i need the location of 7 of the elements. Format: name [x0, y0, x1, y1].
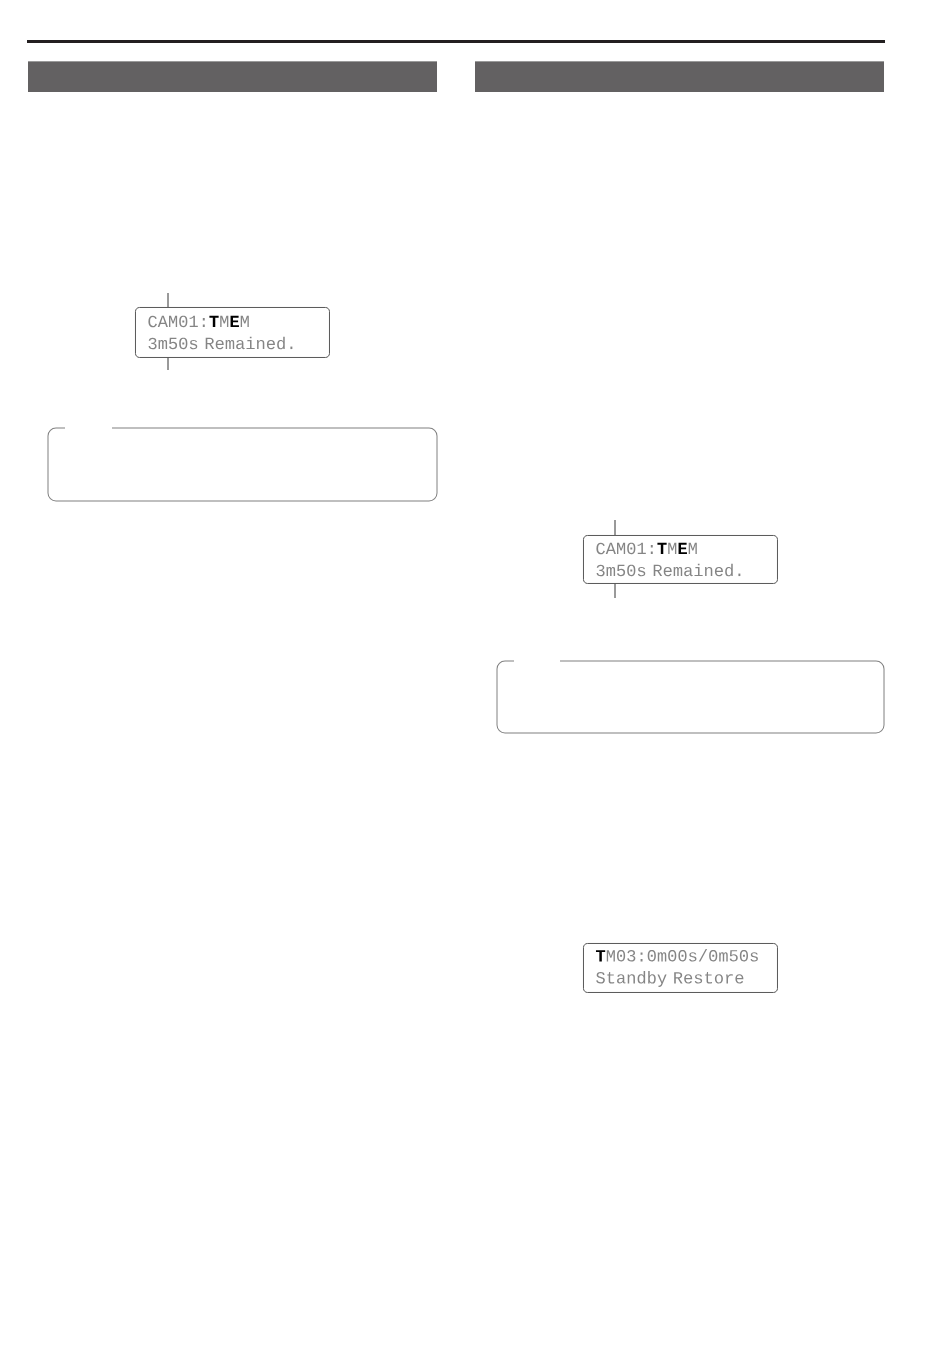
- lcd-display: TM03:0m00s/0m50s Standby Restore: [583, 943, 778, 993]
- lcd-display: CAM01:TMEM 3m50s Remained.: [583, 535, 778, 584]
- lcd-display: CAM01:TMEM 3m50s Remained.: [135, 307, 330, 358]
- leader-line: [614, 583, 616, 599]
- leader-line: [167, 357, 169, 371]
- leader-line: [167, 292, 169, 308]
- leader-line: [614, 519, 616, 536]
